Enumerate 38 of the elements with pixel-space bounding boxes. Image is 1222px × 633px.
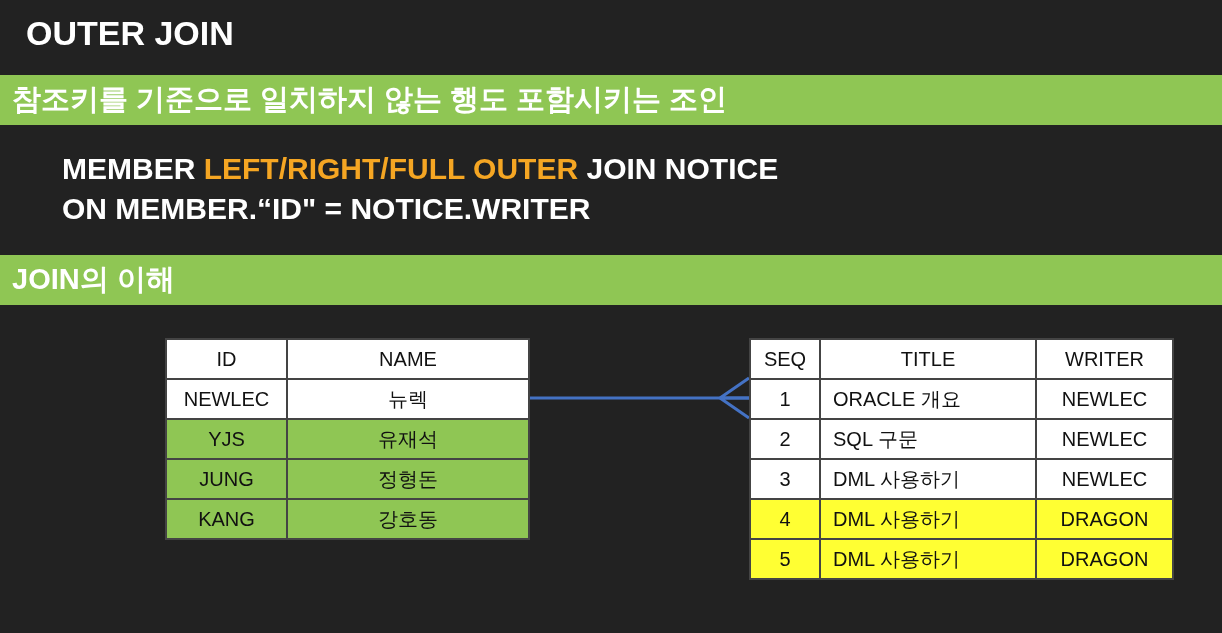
table-cell: DRAGON xyxy=(1036,539,1173,579)
sql-text: LEFT/RIGHT/FULL OUTER xyxy=(203,152,579,185)
column-header: SEQ xyxy=(750,339,820,379)
slide-title: OUTER JOIN xyxy=(26,14,234,53)
sql-text: JOIN NOTICE xyxy=(586,152,779,185)
column-header: ID xyxy=(166,339,287,379)
table-cell: DML 사용하기 xyxy=(820,459,1036,499)
table-cell: 4 xyxy=(750,499,820,539)
sql-text: ON MEMBER.“ID" = NOTICE.WRITER xyxy=(62,192,591,226)
table-cell: 5 xyxy=(750,539,820,579)
table-cell: 1 xyxy=(750,379,820,419)
table-cell: DML 사용하기 xyxy=(820,499,1036,539)
table-cell: 3 xyxy=(750,459,820,499)
heading-band: 참조키를 기준으로 일치하지 않는 행도 포함시키는 조인 xyxy=(0,75,1222,125)
table-cell: NEWLEC xyxy=(1036,419,1173,459)
table-cell: 2 xyxy=(750,419,820,459)
data-table xyxy=(165,338,530,540)
relationship-line xyxy=(530,376,751,420)
table-cell: 유재석 xyxy=(287,419,529,459)
data-table xyxy=(749,338,1174,580)
table-cell: DRAGON xyxy=(1036,499,1173,539)
heading-band: JOIN의 이해 xyxy=(0,255,1222,305)
table-cell: 뉴렉 xyxy=(287,379,529,419)
column-header: NAME xyxy=(287,339,529,379)
table-cell: NEWLEC xyxy=(1036,379,1173,419)
column-header: TITLE xyxy=(820,339,1036,379)
table-cell: SQL 구문 xyxy=(820,419,1036,459)
table-cell: ORACLE 개요 xyxy=(820,379,1036,419)
table-cell: DML 사용하기 xyxy=(820,539,1036,579)
table-cell: YJS xyxy=(166,419,287,459)
column-header: WRITER xyxy=(1036,339,1173,379)
table-cell: JUNG xyxy=(166,459,287,499)
table-cell: NEWLEC xyxy=(166,379,287,419)
table-cell: 정형돈 xyxy=(287,459,529,499)
table-cell: 강호동 xyxy=(287,499,529,539)
table-cell: KANG xyxy=(166,499,287,539)
sql-text: MEMBER xyxy=(62,152,196,185)
table-cell: NEWLEC xyxy=(1036,459,1173,499)
